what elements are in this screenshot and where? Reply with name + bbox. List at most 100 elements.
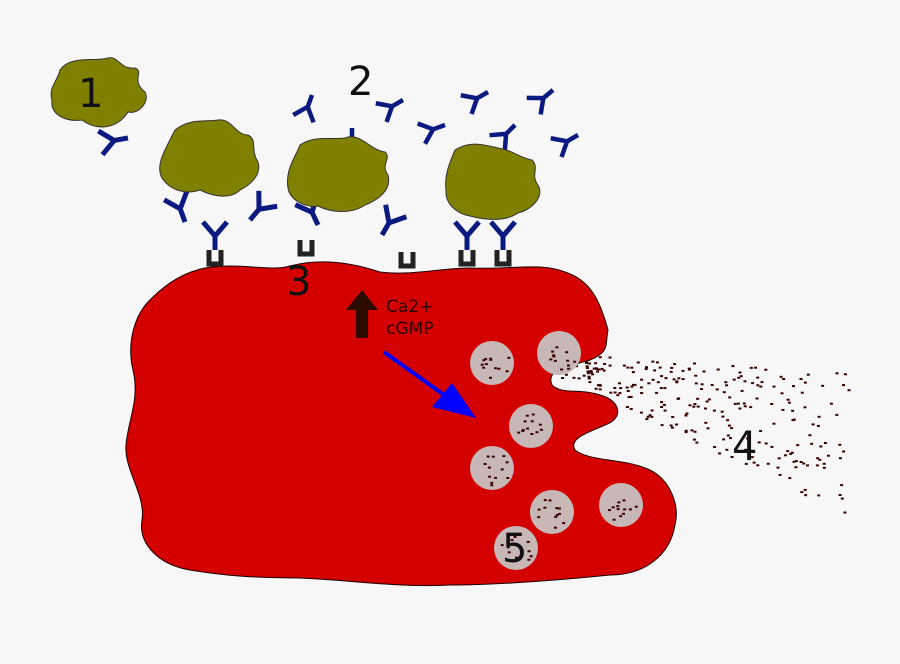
label-cgmp: cGMP (386, 319, 433, 339)
mediator-dot (790, 451, 794, 454)
antibody-y-icon (527, 82, 560, 115)
mediator-dot (655, 391, 659, 394)
antibody-y-icon (461, 83, 494, 114)
mediator-dot (700, 388, 703, 390)
mediator-dot (780, 392, 784, 395)
mediator-dot (842, 450, 846, 453)
antigen-blob-icon (445, 143, 541, 220)
mediator-dot (799, 378, 803, 380)
mediator-dot (815, 464, 819, 467)
mediator-dot (644, 368, 648, 370)
mediator-dot (778, 473, 782, 476)
mediator-dot (618, 382, 621, 385)
mediator-dot (671, 416, 675, 418)
mediator-dot (796, 444, 800, 447)
mediator-dot (819, 445, 823, 448)
mediator-dot (685, 412, 689, 415)
mediator-dot (631, 383, 635, 386)
mediator-dot (585, 362, 588, 364)
mediator-dot (840, 484, 844, 487)
mediator-dot (766, 462, 770, 465)
mediator-dot (659, 387, 663, 390)
mediator-dot (670, 366, 674, 369)
mediator-dot (690, 429, 694, 432)
mediator-dot (816, 424, 820, 427)
mediator-dot (589, 370, 593, 372)
granule-icon (509, 404, 553, 448)
mediator-dot (757, 441, 761, 444)
increase-arrow-icon (346, 290, 378, 338)
mediator-dot (779, 375, 783, 378)
mediator-dot (640, 378, 644, 381)
mediator-dot (743, 380, 747, 383)
mediator-dot (608, 364, 612, 367)
mediator-dot (618, 392, 622, 395)
mediator-dot (710, 384, 714, 386)
mediator-dot (696, 405, 700, 408)
antibody-y-icon (490, 117, 523, 150)
mediator-dot (729, 437, 732, 440)
antibody-y-icon (372, 205, 407, 241)
mediator-dot (730, 456, 734, 458)
mediator-dot (655, 361, 659, 364)
mediator-dot (663, 409, 667, 412)
mediator-dot (791, 419, 795, 422)
mediator-dot (788, 477, 792, 480)
mediator-dot (660, 375, 664, 378)
mediator-dot (792, 385, 795, 388)
mediator-dot (627, 396, 631, 399)
antibody-y-icon (241, 191, 277, 228)
mediator-dot (791, 409, 795, 412)
mediator-dot (626, 366, 630, 369)
mediator-dot (695, 441, 699, 444)
mediator-dot (754, 366, 758, 369)
mediator-dot (704, 407, 707, 410)
mediator-dot (782, 378, 786, 380)
mediator-dot (598, 356, 602, 359)
mediator-dot (732, 378, 736, 381)
mediator-dot (675, 380, 679, 383)
mediator-dot (822, 466, 826, 469)
mediator-dot (619, 387, 623, 390)
mediator-dot (750, 456, 754, 459)
granule-icon (470, 341, 514, 385)
mediator-dot (713, 446, 717, 448)
antibody-y-icon (455, 222, 479, 250)
mediator-dot (675, 423, 678, 426)
mediator-dot (739, 375, 743, 378)
mediator-dot (662, 403, 666, 406)
mediator-dot (810, 442, 814, 445)
mediator-dot (681, 378, 685, 381)
antibody-y-icon (98, 126, 130, 154)
antibody-y-icon (203, 222, 227, 250)
mediator-dot (806, 373, 810, 376)
mediator-dot (826, 454, 830, 457)
mediator-dot (603, 363, 607, 365)
mediator-dot (677, 397, 681, 400)
mediator-dot (816, 457, 820, 460)
mediator-dot (776, 466, 780, 469)
mediator-dot (587, 377, 591, 380)
mediator-dot (724, 381, 728, 384)
mediator-dot (664, 377, 668, 380)
antigen-blob-icon (286, 136, 390, 212)
mediator-dot (616, 394, 620, 397)
mediator-dot (651, 360, 655, 363)
mediator-dot (630, 366, 634, 369)
mediator-dot (656, 381, 660, 384)
mediator-dot (803, 406, 807, 409)
mediator-dot (721, 415, 725, 418)
receptor-icon (401, 252, 413, 266)
mediator-dot (722, 438, 726, 441)
mediator-dot (587, 375, 591, 378)
mediator-dot (707, 398, 711, 401)
mediator-dot (731, 365, 735, 368)
granule-icon (470, 446, 514, 490)
mediator-dot (726, 434, 730, 437)
mediator-dot (804, 494, 808, 497)
mediator-dot (608, 356, 612, 359)
mediator-dot (843, 511, 847, 514)
mediator-dot (693, 362, 696, 365)
mediator-dot (669, 370, 673, 373)
